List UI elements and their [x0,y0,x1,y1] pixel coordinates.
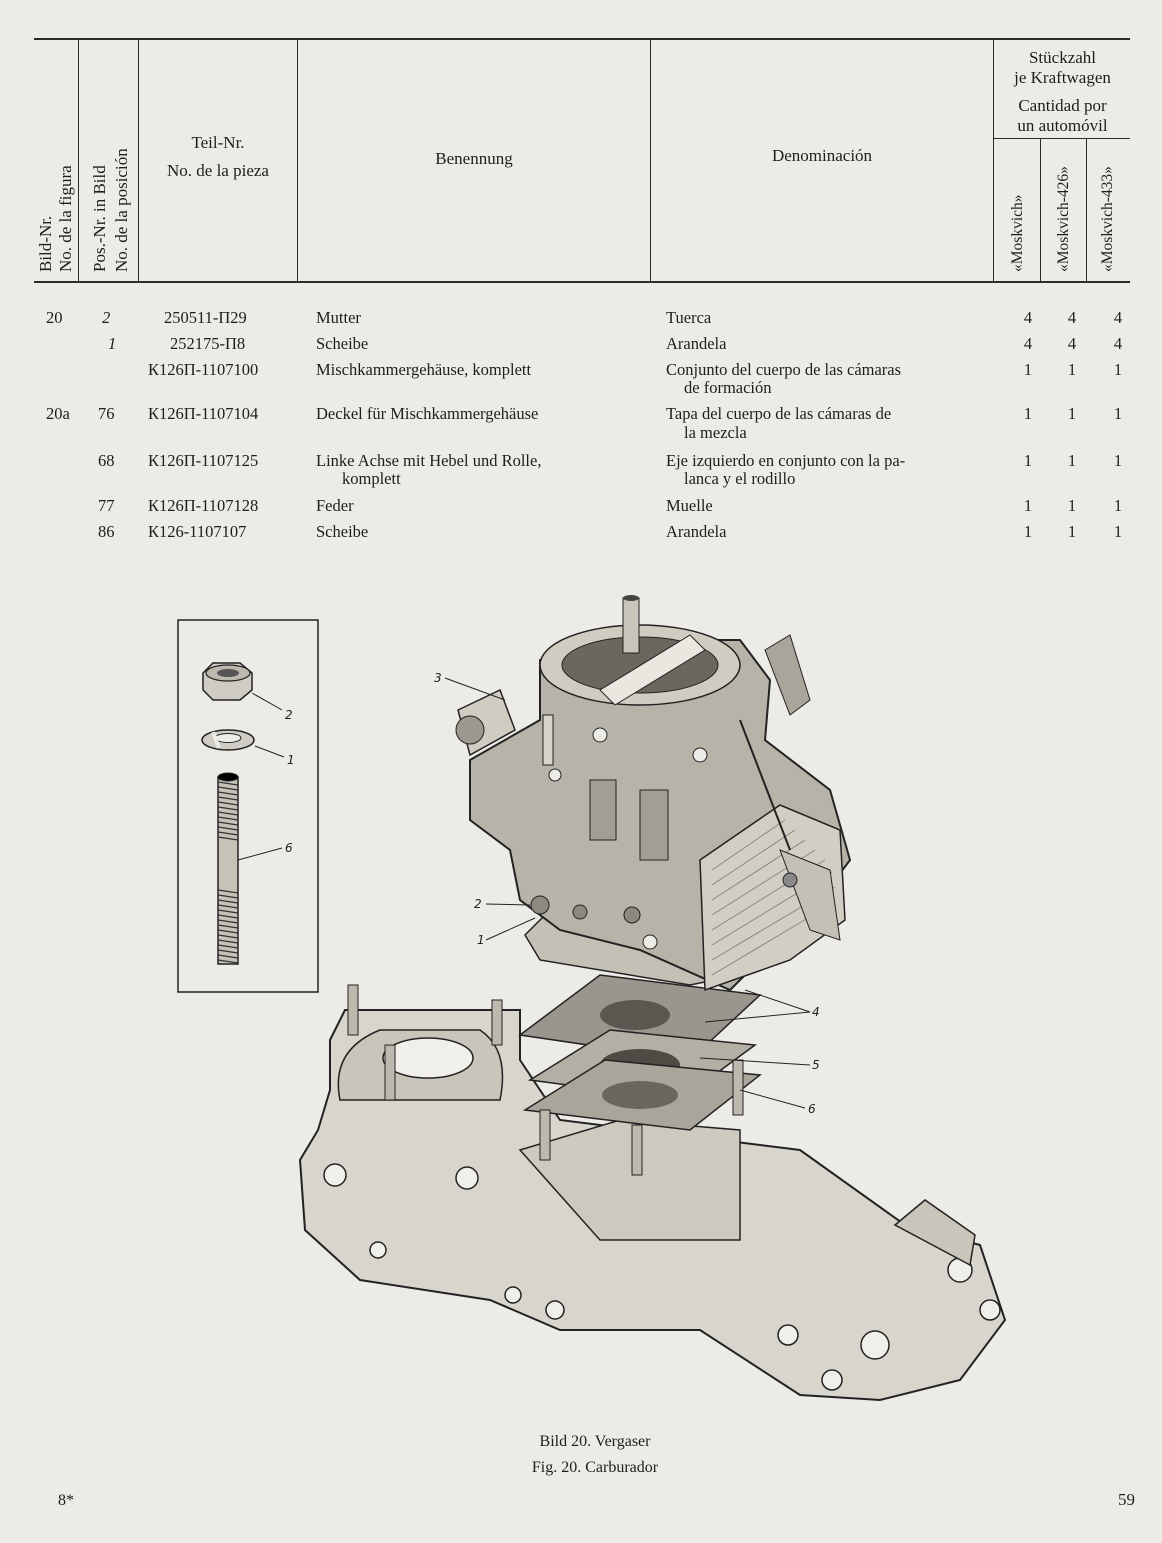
cell-pos: 68 [98,451,115,470]
cell-qty: 1 [1023,496,1033,515]
intake-manifold-illustration [298,984,1007,1402]
cell-qty: 4 [1023,334,1033,353]
table-header-rule [34,281,1130,283]
nut-illustration [202,662,253,701]
callout-2: 2 [285,708,293,722]
cell-qty: 1 [1067,404,1077,423]
cell-qty: 4 [1067,334,1077,353]
callout-2: 2 [474,897,482,911]
cell-qty: 1 [1113,522,1123,541]
cell-denominacion: Tuerca [666,308,712,327]
col-divider [1086,138,1087,282]
cell-benennung: Mischkammergehäuse, komplett [316,360,532,379]
cell-qty: 1 [1113,360,1123,379]
cell-teil-nr: К126П-1107100 [148,360,259,379]
cell-denominacion-cont: lanca y el rodillo [684,469,796,488]
cell-bild: 20a [46,404,70,423]
cell-teil-nr: К126П-1107104 [148,404,259,423]
cell-qty: 4 [1067,308,1077,327]
cell-benennung: Scheibe [316,334,369,353]
cell-denominacion: Arandela [666,334,727,353]
callout-1: 1 [477,933,485,947]
carburetor-illustration [455,595,852,992]
cell-qty: 1 [1113,404,1123,423]
cell-qty: 1 [1113,451,1123,470]
callout-6: 6 [808,1102,816,1116]
qty-sub-rule [993,138,1130,139]
cell-qty: 1 [1067,522,1077,541]
gasket-stack-illustration [518,974,762,1176]
figure-callouts: 3 2 1 4 5 6 [434,671,820,1116]
stud-illustration [217,772,239,965]
cell-pos: 86 [98,522,115,541]
cell-qty: 1 [1067,360,1077,379]
figure-caption-es: Fig. 20. Carburador [531,1459,659,1476]
header-teil-nr: Teil-Nr. No. de la pieza [167,133,269,180]
cell-qty: 1 [1023,404,1033,423]
cell-benennung: Linke Achse mit Hebel und Rolle, [316,451,542,470]
cell-qty: 1 [1113,496,1123,515]
col-divider [297,38,298,282]
cell-teil-nr: 252175-П8 [170,334,246,353]
cell-qty: 1 [1023,451,1033,470]
figure-caption-de: Bild 20. Vergaser [539,1433,651,1450]
cell-qty: 4 [1113,308,1123,327]
cell-denominacion-cont: de formación [684,378,772,397]
cell-benennung: Scheibe [316,522,369,541]
callout-3: 3 [434,671,442,685]
col-divider [1040,138,1041,282]
col-divider [993,38,994,282]
inset-parts: 2 1 6 [177,619,319,993]
cell-teil-nr: К126П-1107128 [148,496,259,515]
col-divider [650,38,651,282]
cell-pos: 2 [102,308,111,327]
cell-teil-nr: 250511-П29 [164,308,247,327]
cell-teil-nr: К126П-1107125 [148,451,259,470]
table-top-rule [34,38,1130,40]
cell-denominacion: Muelle [666,496,713,515]
col-divider [78,38,79,282]
cell-benennung: Mutter [316,308,361,327]
cell-teil-nr: К126-1107107 [148,522,247,541]
cell-benennung-cont: komplett [342,469,401,488]
cell-qty: 1 [1023,360,1033,379]
callout-1: 1 [287,753,295,767]
washer-illustration [201,729,255,751]
header-quantity: Stückzahl je Kraftwagen Cantidad por un … [1014,48,1111,135]
cell-qty: 1 [1023,522,1033,541]
cell-qty: 4 [1113,334,1123,353]
callout-5: 5 [812,1058,820,1072]
cell-pos: 1 [108,334,117,353]
cell-bild: 20 [46,308,63,327]
cell-qty: 1 [1067,496,1077,515]
callout-4: 4 [812,1005,820,1019]
header-benennung: Benennung [435,149,513,168]
cell-denominacion-cont: la mezcla [684,423,747,442]
cell-pos: 77 [98,496,115,515]
header-denominacion: Denominación [771,146,873,165]
cell-benennung: Feder [316,496,354,515]
cell-denominacion: Eje izquierdo en conjunto con la pa- [666,451,906,470]
signature-mark: 8* [58,1492,74,1509]
cell-benennung: Deckel für Mischkammergehäuse [316,404,539,423]
col-divider [138,38,139,282]
callout-6: 6 [285,841,293,855]
cell-qty: 1 [1067,451,1077,470]
cell-qty: 4 [1023,308,1033,327]
cell-denominacion: Conjunto del cuerpo de las cámaras [666,360,902,379]
cell-denominacion: Arandela [666,522,727,541]
page-number: 59 [1118,1490,1135,1509]
cell-pos: 76 [98,404,115,423]
cell-denominacion: Tapa del cuerpo de las cámaras de [666,404,892,423]
